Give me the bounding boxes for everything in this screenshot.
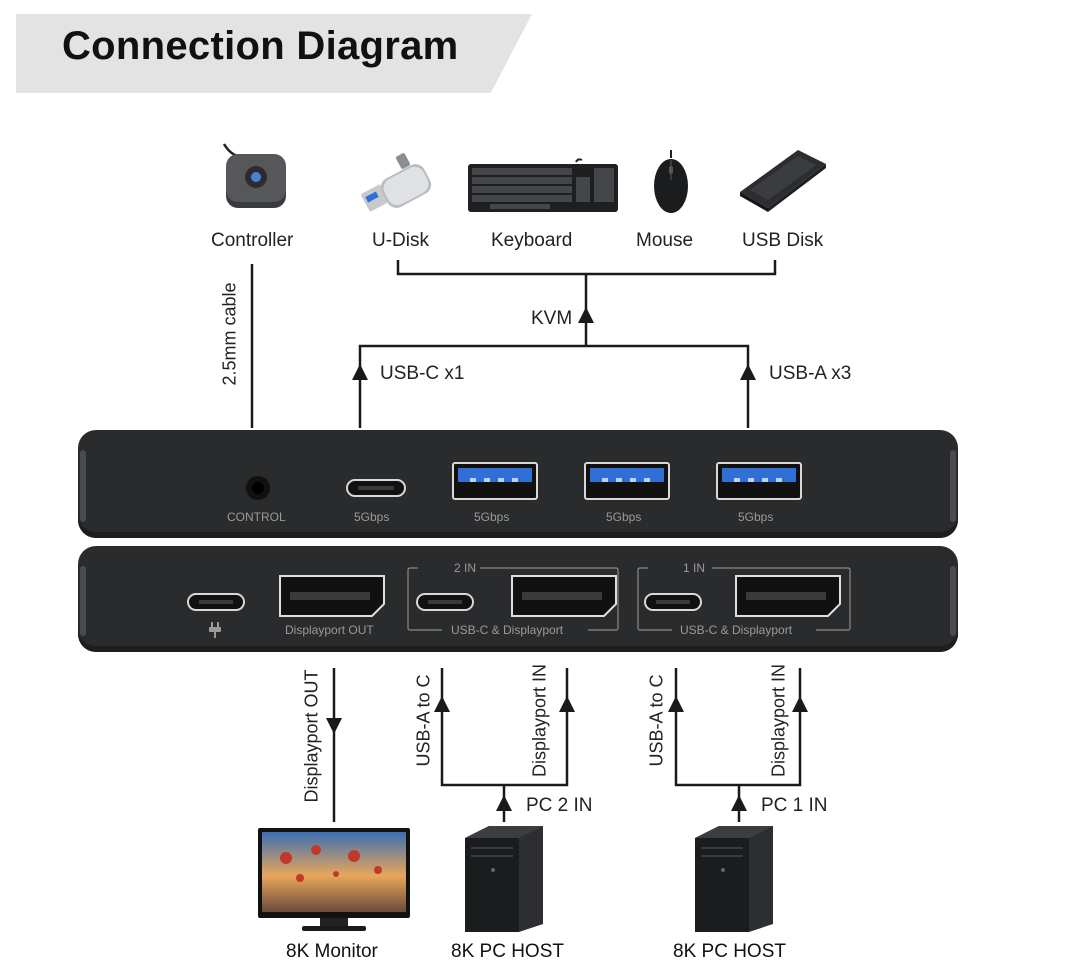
page-title: Connection Diagram xyxy=(62,24,459,68)
speed-label: 5Gbps xyxy=(606,510,642,524)
arrow-down-dp xyxy=(326,718,342,734)
monitor-label: 8K Monitor xyxy=(286,941,378,962)
usb-disk-icon xyxy=(740,150,826,212)
kvm-label: KVM xyxy=(531,308,573,329)
dp-out-port-label: Displayport OUT xyxy=(285,623,374,637)
displayport-in2-port xyxy=(511,575,617,617)
usb-c-power-port xyxy=(187,593,245,611)
usb-c-label: USB-C x1 xyxy=(380,363,465,384)
usb-a-port-3 xyxy=(716,462,802,500)
host2-label: 8K PC HOST xyxy=(451,941,564,962)
arrow-up-pc2 xyxy=(496,795,512,811)
usb-a-to-c-1-label: USB-A to C xyxy=(646,674,667,767)
mouse-label: Mouse xyxy=(636,230,694,251)
in2-label: 2 IN xyxy=(454,561,477,575)
cable-label: 2.5mm cable xyxy=(219,282,240,386)
control-jack-icon xyxy=(246,476,270,500)
mouse-icon xyxy=(654,150,688,213)
arrow-up-pc2-dp xyxy=(559,696,575,712)
pc-tower-1-icon xyxy=(695,826,773,932)
dp-out-cable-label: Displayport OUT xyxy=(301,669,322,803)
speed-label: 5Gbps xyxy=(474,510,510,524)
pc1-in-label: PC 1 IN xyxy=(761,795,828,816)
usb-c-in1-port xyxy=(644,593,702,611)
keyboard-label: Keyboard xyxy=(491,230,573,251)
displayport-out-port xyxy=(279,575,385,617)
monitor-icon xyxy=(258,828,410,931)
displayport-in1-port xyxy=(735,575,841,617)
usb-c-in2-port xyxy=(416,593,474,611)
arrow-up-usba xyxy=(740,364,756,380)
udisk-label: U-Disk xyxy=(372,230,429,251)
pc-tower-2-icon xyxy=(465,826,543,932)
arrow-up-pc1-usb xyxy=(668,696,684,712)
arrow-up-pc2-usb xyxy=(434,696,450,712)
speed-label: 5Gbps xyxy=(354,510,390,524)
arrow-up-usbc xyxy=(352,364,368,380)
dp-in-2-label: Displayport IN xyxy=(529,663,550,778)
power-plug-icon xyxy=(209,622,221,638)
usb-a-to-c-2-label: USB-A to C xyxy=(413,674,434,767)
control-port-label: CONTROL xyxy=(227,510,286,524)
group1-label: USB-C & Displayport xyxy=(680,623,793,637)
usb-a-port-2 xyxy=(584,462,670,500)
usb-flash-icon xyxy=(361,153,432,212)
pc2-in-label: PC 2 IN xyxy=(526,795,593,816)
host1-label: 8K PC HOST xyxy=(673,941,786,962)
arrow-up-pc1-dp xyxy=(792,696,808,712)
group2-label: USB-C & Displayport xyxy=(451,623,564,637)
arrow-up-pc1 xyxy=(731,795,747,811)
title-banner xyxy=(16,14,532,93)
usb-a-label: USB-A x3 xyxy=(769,363,852,384)
arrow-up-kvm xyxy=(578,307,594,323)
usb-c-port-front xyxy=(346,479,406,497)
in1-label: 1 IN xyxy=(683,561,706,575)
usb-disk-label: USB Disk xyxy=(742,230,824,251)
speed-label: 5Gbps xyxy=(738,510,774,524)
controller-icon xyxy=(222,143,286,208)
usb-a-port-1 xyxy=(452,462,538,500)
controller-label: Controller xyxy=(211,230,294,251)
dp-in-1-label: Displayport IN xyxy=(768,663,789,778)
keyboard-icon xyxy=(468,158,618,212)
